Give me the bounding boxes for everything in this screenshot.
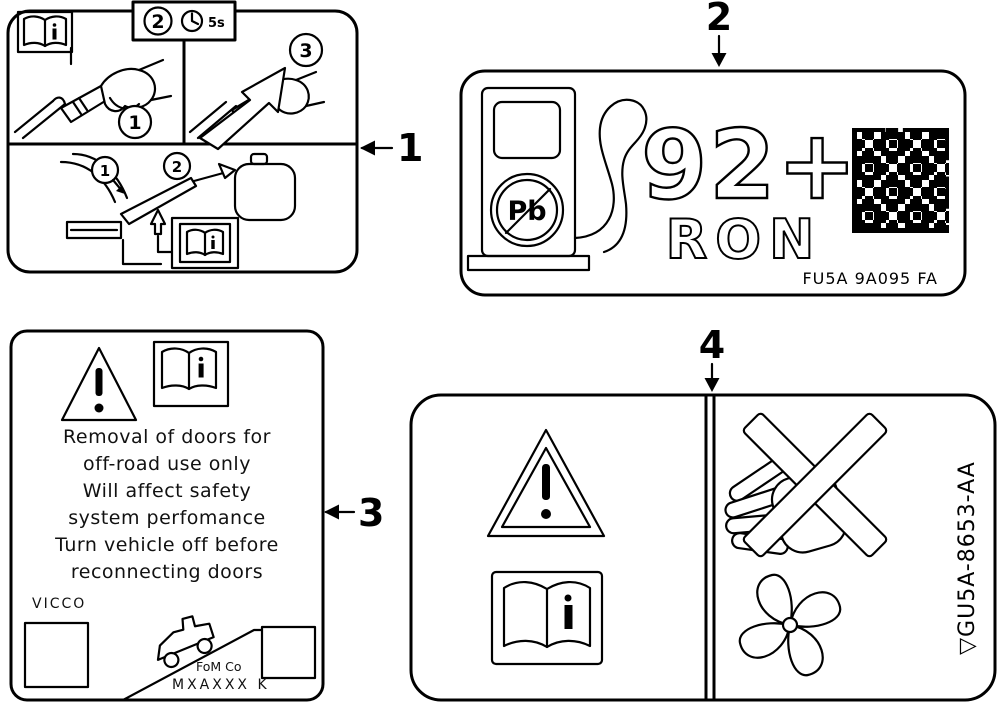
owners-manual-icon [490,570,604,666]
warning-line: off-road use only [83,453,251,475]
warning-triangle-icon [60,346,138,422]
callout-4-number: 4 [699,323,725,367]
step-remove-number: 3 [299,40,312,62]
unleaded-pb-icon: Pb [489,172,565,248]
warning-text-block: Removal of doors for off-road use only W… [14,424,320,586]
fuel-container-icon [217,152,297,222]
owners-manual-boxed-icon [170,216,240,270]
fueling-instruction-art: 2 5s [6,0,359,274]
warning-line: Will affect safety [82,480,252,502]
warning-triangle-icon [486,428,606,538]
warning-line: system perfomance [68,507,266,529]
label3-code-text: MXAXXX K [172,677,270,693]
funnel [119,176,198,226]
fan-icon [738,573,842,677]
slope-line [121,628,264,702]
funnel-tray [65,220,123,240]
label4-part-number: ▽GU5A-8653-AA [955,461,980,655]
fuel-pump-icon: Pb [466,86,648,272]
datamatrix-code [852,128,949,233]
callout-1: 1 [358,125,423,171]
ron-text: RON [666,208,823,271]
up-arrow-icon [149,208,167,236]
owners-manual-icon [152,340,230,408]
callout-3-number: 3 [358,491,384,535]
label3-border [9,329,325,702]
blank-box-left [23,621,90,689]
circled-step [117,104,153,140]
callout-4: 4 [688,323,748,394]
callout-2: 2 [695,0,755,70]
callout-2-number: 2 [706,0,732,39]
circled-step [288,32,324,68]
pull-out-arrow-icon [198,66,287,151]
circled-step-2 [143,6,173,36]
panel-insert-nozzle: 1 [13,46,173,140]
circled-step [162,151,192,181]
panel-funnel-use: 1 2 [59,151,297,270]
door-removal-warning-label: Removal of doors for off-road use only W… [8,328,326,704]
header-duration: 5s [208,16,225,31]
octane-rating-text: 92+ [641,111,859,221]
step-funnel-insert-number: 2 [172,158,182,176]
callout-1-number: 1 [397,126,423,170]
hand [99,67,157,113]
header-box [131,0,237,42]
owners-manual-icon [16,10,74,54]
label2-border [459,69,967,297]
blank-box-right [260,625,317,680]
warning-line: reconnecting doors [70,561,264,583]
fan-warning-label: ▽GU5A-8653-AA [408,390,998,705]
warning-line: Turn vehicle off before [55,534,279,556]
supplier-text: VICCO [32,596,87,612]
circled-step [90,155,120,185]
door-warning-art [9,329,325,702]
x-cross [742,412,888,558]
warning-line: Removal of doors for [63,426,271,448]
callout-3: 3 [322,491,386,538]
label2-part-number: FU5A 9A095 FA [802,269,938,288]
step-insert-number: 1 [128,112,141,134]
no-touch-icon [724,412,888,558]
label1-header: 2 5s [131,0,237,42]
panel-remove-nozzle: 3 [188,32,326,151]
label4-border [409,393,997,702]
fuel-label-art: Pb 92+ RON FU5A 9A095 FA [459,69,967,297]
header-step-number: 2 [151,11,164,33]
offroad-vehicle-doodle [156,615,215,669]
manufacturer-text: FoM Co [196,659,242,674]
fuel-recommendation-label: Pb 92+ RON FU5A 9A095 FA [458,62,968,298]
fueling-instruction-label: 2 5s [5,0,360,277]
fan-warning-art: ▽GU5A-8653-AA [409,393,997,702]
fuel-nozzle-hose [573,98,648,254]
step-funnel-locate-number: 1 [100,162,110,180]
clock-icon [180,9,204,33]
